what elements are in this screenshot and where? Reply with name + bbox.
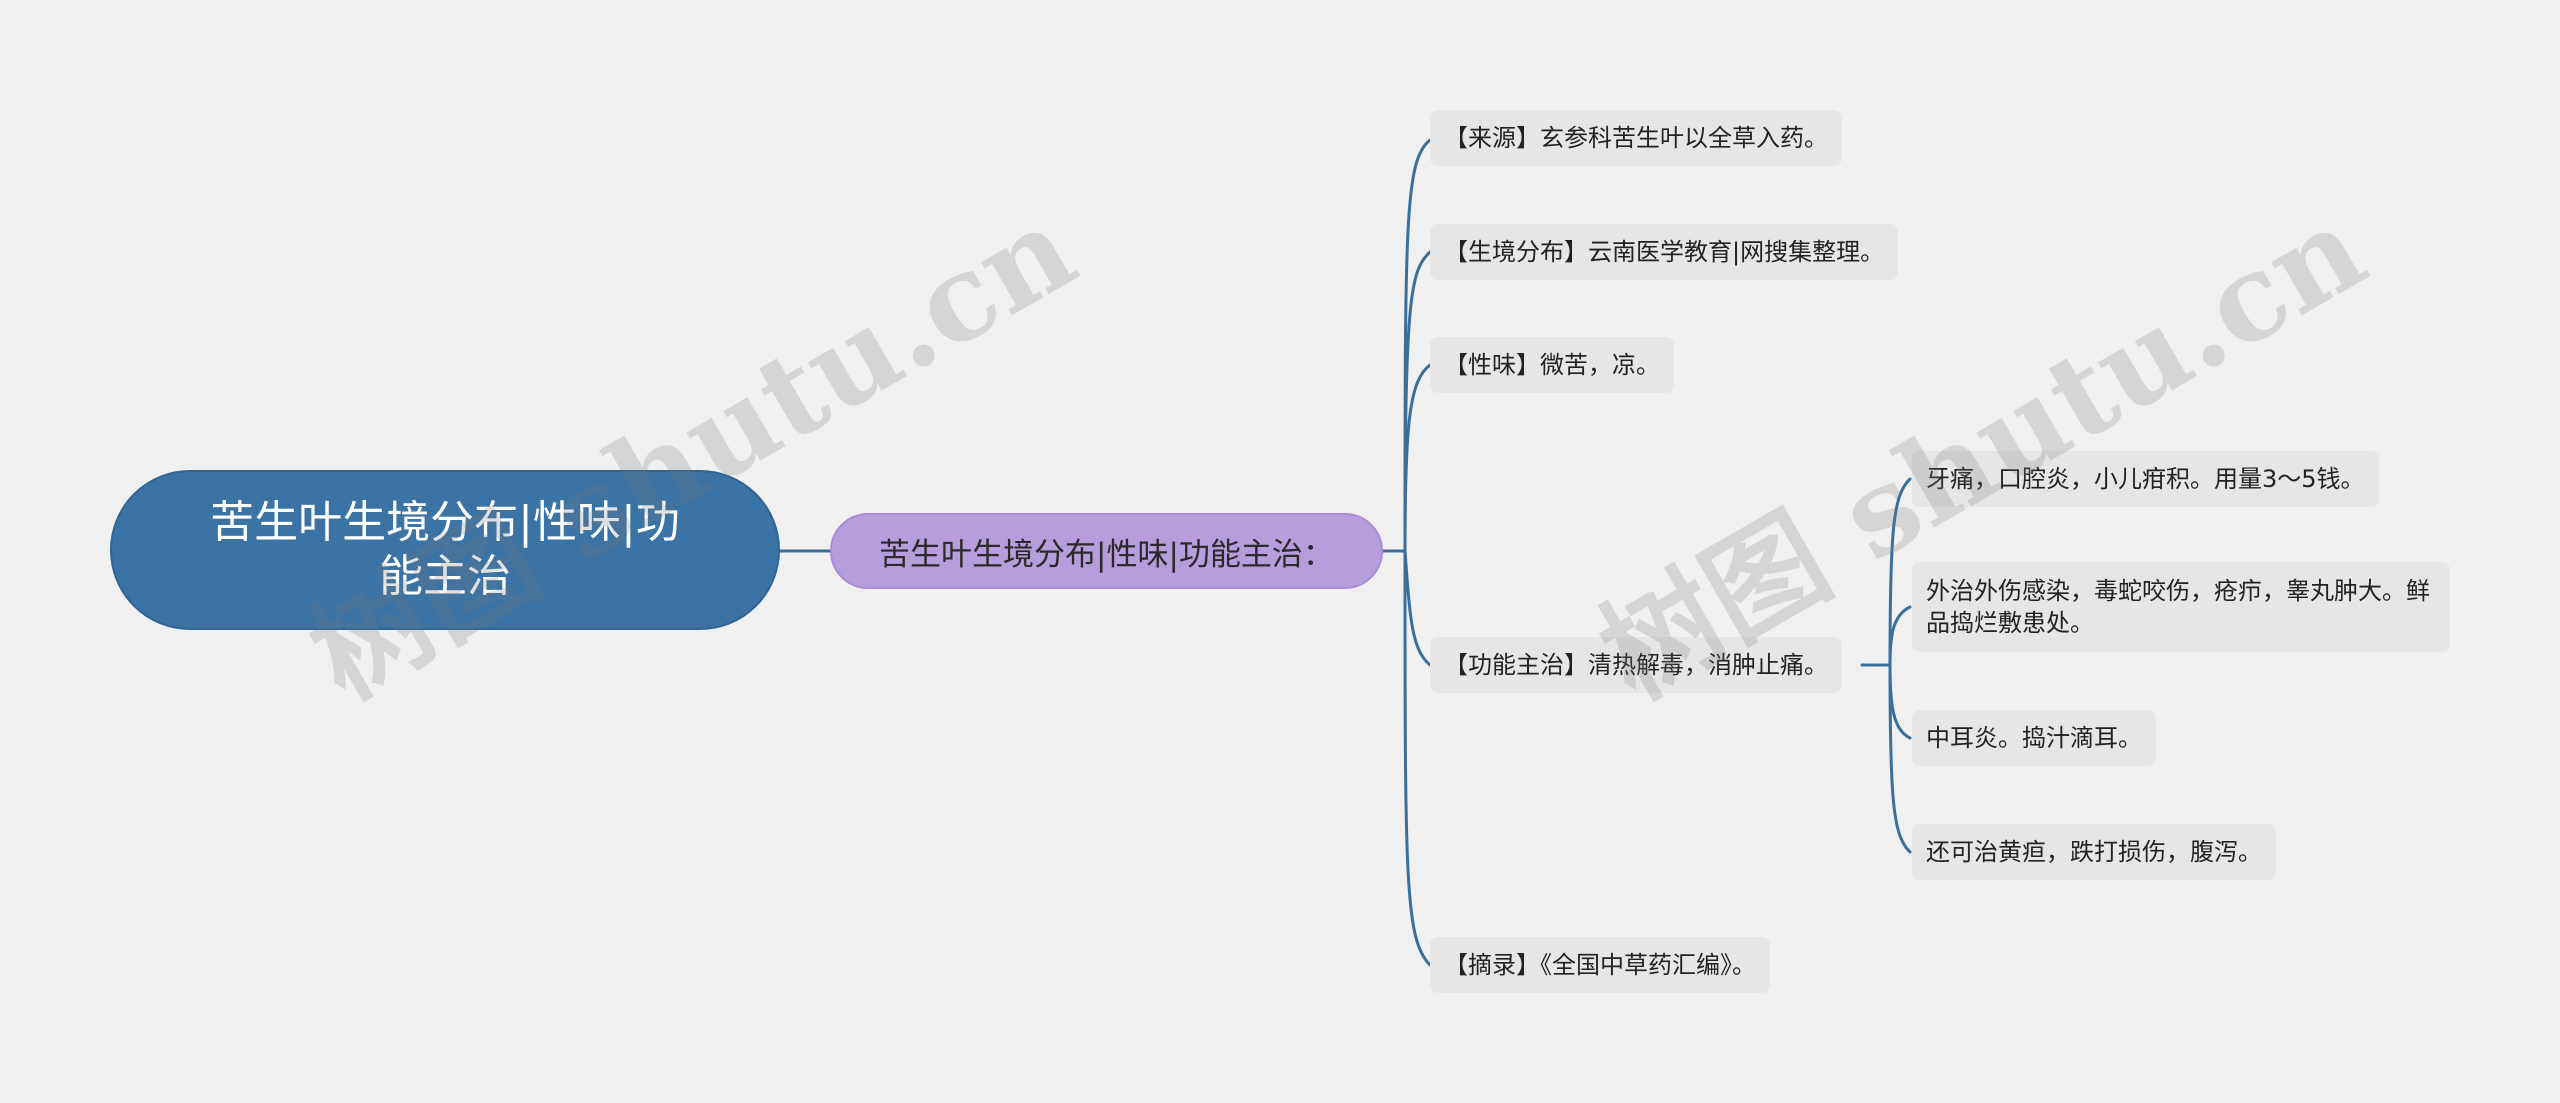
- connector-branch-function: [1403, 549, 1432, 667]
- subtopic-node[interactable]: 苦生叶生境分布|性味|功能主治：: [830, 513, 1383, 589]
- function-child-external-label: 外治外伤感染，毒蛇咬伤，疮疖，睾丸肿大。鲜品捣烂敷患处。: [1926, 577, 2430, 637]
- function-child-toothache[interactable]: 牙痛，口腔炎，小儿疳积。用量3～5钱。: [1912, 451, 2379, 507]
- branch-function-label: 【功能主治】清热解毒，消肿止痛。: [1444, 651, 1828, 679]
- function-child-external[interactable]: 外治外伤感染，毒蛇咬伤，疮疖，睾丸肿大。鲜品捣烂敷患处。: [1912, 562, 2450, 652]
- connector-branch-excerpt: [1403, 549, 1432, 967]
- branch-habitat[interactable]: 【生境分布】云南医学教育|网搜集整理。: [1430, 224, 1899, 280]
- branch-nature[interactable]: 【性味】微苦，凉。: [1430, 337, 1674, 393]
- connector-branch-nature: [1403, 363, 1432, 553]
- branch-nature-label: 【性味】微苦，凉。: [1444, 351, 1660, 379]
- function-child-ear-label: 中耳炎。捣汁滴耳。: [1926, 724, 2142, 752]
- connector-branch-habitat: [1403, 250, 1432, 553]
- function-child-ear[interactable]: 中耳炎。捣汁滴耳。: [1912, 710, 2156, 766]
- function-child-jaundice-label: 还可治黄疸，跌打损伤，腹泻。: [1926, 838, 2262, 866]
- branch-function[interactable]: 【功能主治】清热解毒，消肿止痛。: [1430, 637, 1842, 693]
- function-child-toothache-label: 牙痛，口腔炎，小儿疳积。用量3～5钱。: [1926, 465, 2365, 493]
- connector-child-jaundice: [1888, 663, 1912, 854]
- subtopic-label: 苦生叶生境分布|性味|功能主治：: [879, 536, 1334, 573]
- branch-excerpt-label: 【摘录】《全国中草药汇编》。: [1444, 951, 1756, 979]
- function-child-jaundice[interactable]: 还可治黄疸，跌打损伤，腹泻。: [1912, 824, 2276, 880]
- connector-child-ear: [1888, 663, 1912, 740]
- root-topic[interactable]: 苦生叶生境分布|性味|功能主治: [110, 470, 780, 630]
- connector-child-toothache: [1888, 477, 1912, 667]
- root-topic-label: 苦生叶生境分布|性味|功能主治: [210, 497, 680, 602]
- connector-child-external: [1888, 605, 1912, 667]
- branch-source-label: 【来源】玄参科苦生叶以全草入药。: [1444, 124, 1828, 152]
- branch-excerpt[interactable]: 【摘录】《全国中草药汇编》。: [1430, 937, 1770, 993]
- branch-source[interactable]: 【来源】玄参科苦生叶以全草入药。: [1430, 110, 1842, 166]
- branch-habitat-label: 【生境分布】云南医学教育|网搜集整理。: [1444, 238, 1885, 266]
